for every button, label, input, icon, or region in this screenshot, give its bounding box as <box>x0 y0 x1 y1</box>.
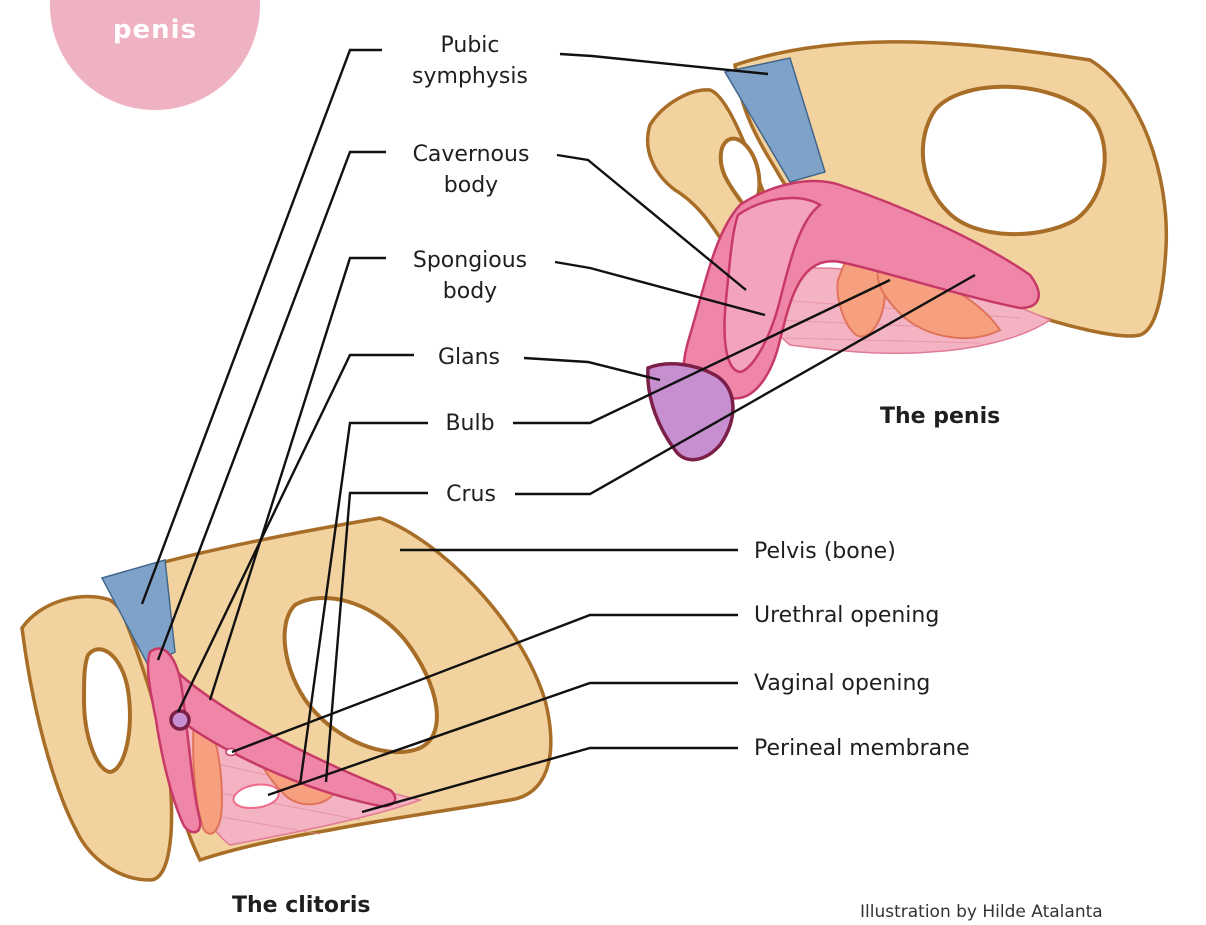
caption-penis: The penis <box>880 404 1000 429</box>
label-vaginal-opening: Vaginal opening <box>754 668 930 699</box>
label-spongious-body-line2: body <box>413 276 527 307</box>
penis-illustration <box>648 42 1167 460</box>
label-bulb: Bulb <box>445 408 494 439</box>
label-crus: Crus <box>446 479 496 510</box>
label-cavernous-body: Cavernous body <box>413 139 530 201</box>
clitoris-illustration <box>22 518 551 880</box>
label-urethral-opening: Urethral opening <box>754 600 939 631</box>
penis-pelvis-foramen <box>923 87 1105 234</box>
label-spongious-body: Spongious body <box>413 245 527 307</box>
leader-glans-penis <box>524 358 660 380</box>
label-pubic-symphysis-line2: symphysis <box>412 61 528 92</box>
label-pubic-symphysis: Pubic symphysis <box>412 30 528 92</box>
label-pubic-symphysis-line1: Pubic <box>412 30 528 61</box>
illustration-credit: Illustration by Hilde Atalanta <box>860 902 1103 922</box>
label-pelvis: Pelvis (bone) <box>754 536 896 567</box>
caption-clitoris: The clitoris <box>232 893 371 918</box>
penis-glans-shape <box>648 364 733 460</box>
clitoris-glans-shape <box>171 711 189 729</box>
leader-pubic-symphysis-clitoris <box>142 50 382 604</box>
label-perineal-membrane: Perineal membrane <box>754 733 970 764</box>
label-cavernous-body-line2: body <box>413 170 530 201</box>
label-glans: Glans <box>438 342 500 373</box>
label-spongious-body-line1: Spongious <box>413 245 527 276</box>
label-cavernous-body-line1: Cavernous <box>413 139 530 170</box>
